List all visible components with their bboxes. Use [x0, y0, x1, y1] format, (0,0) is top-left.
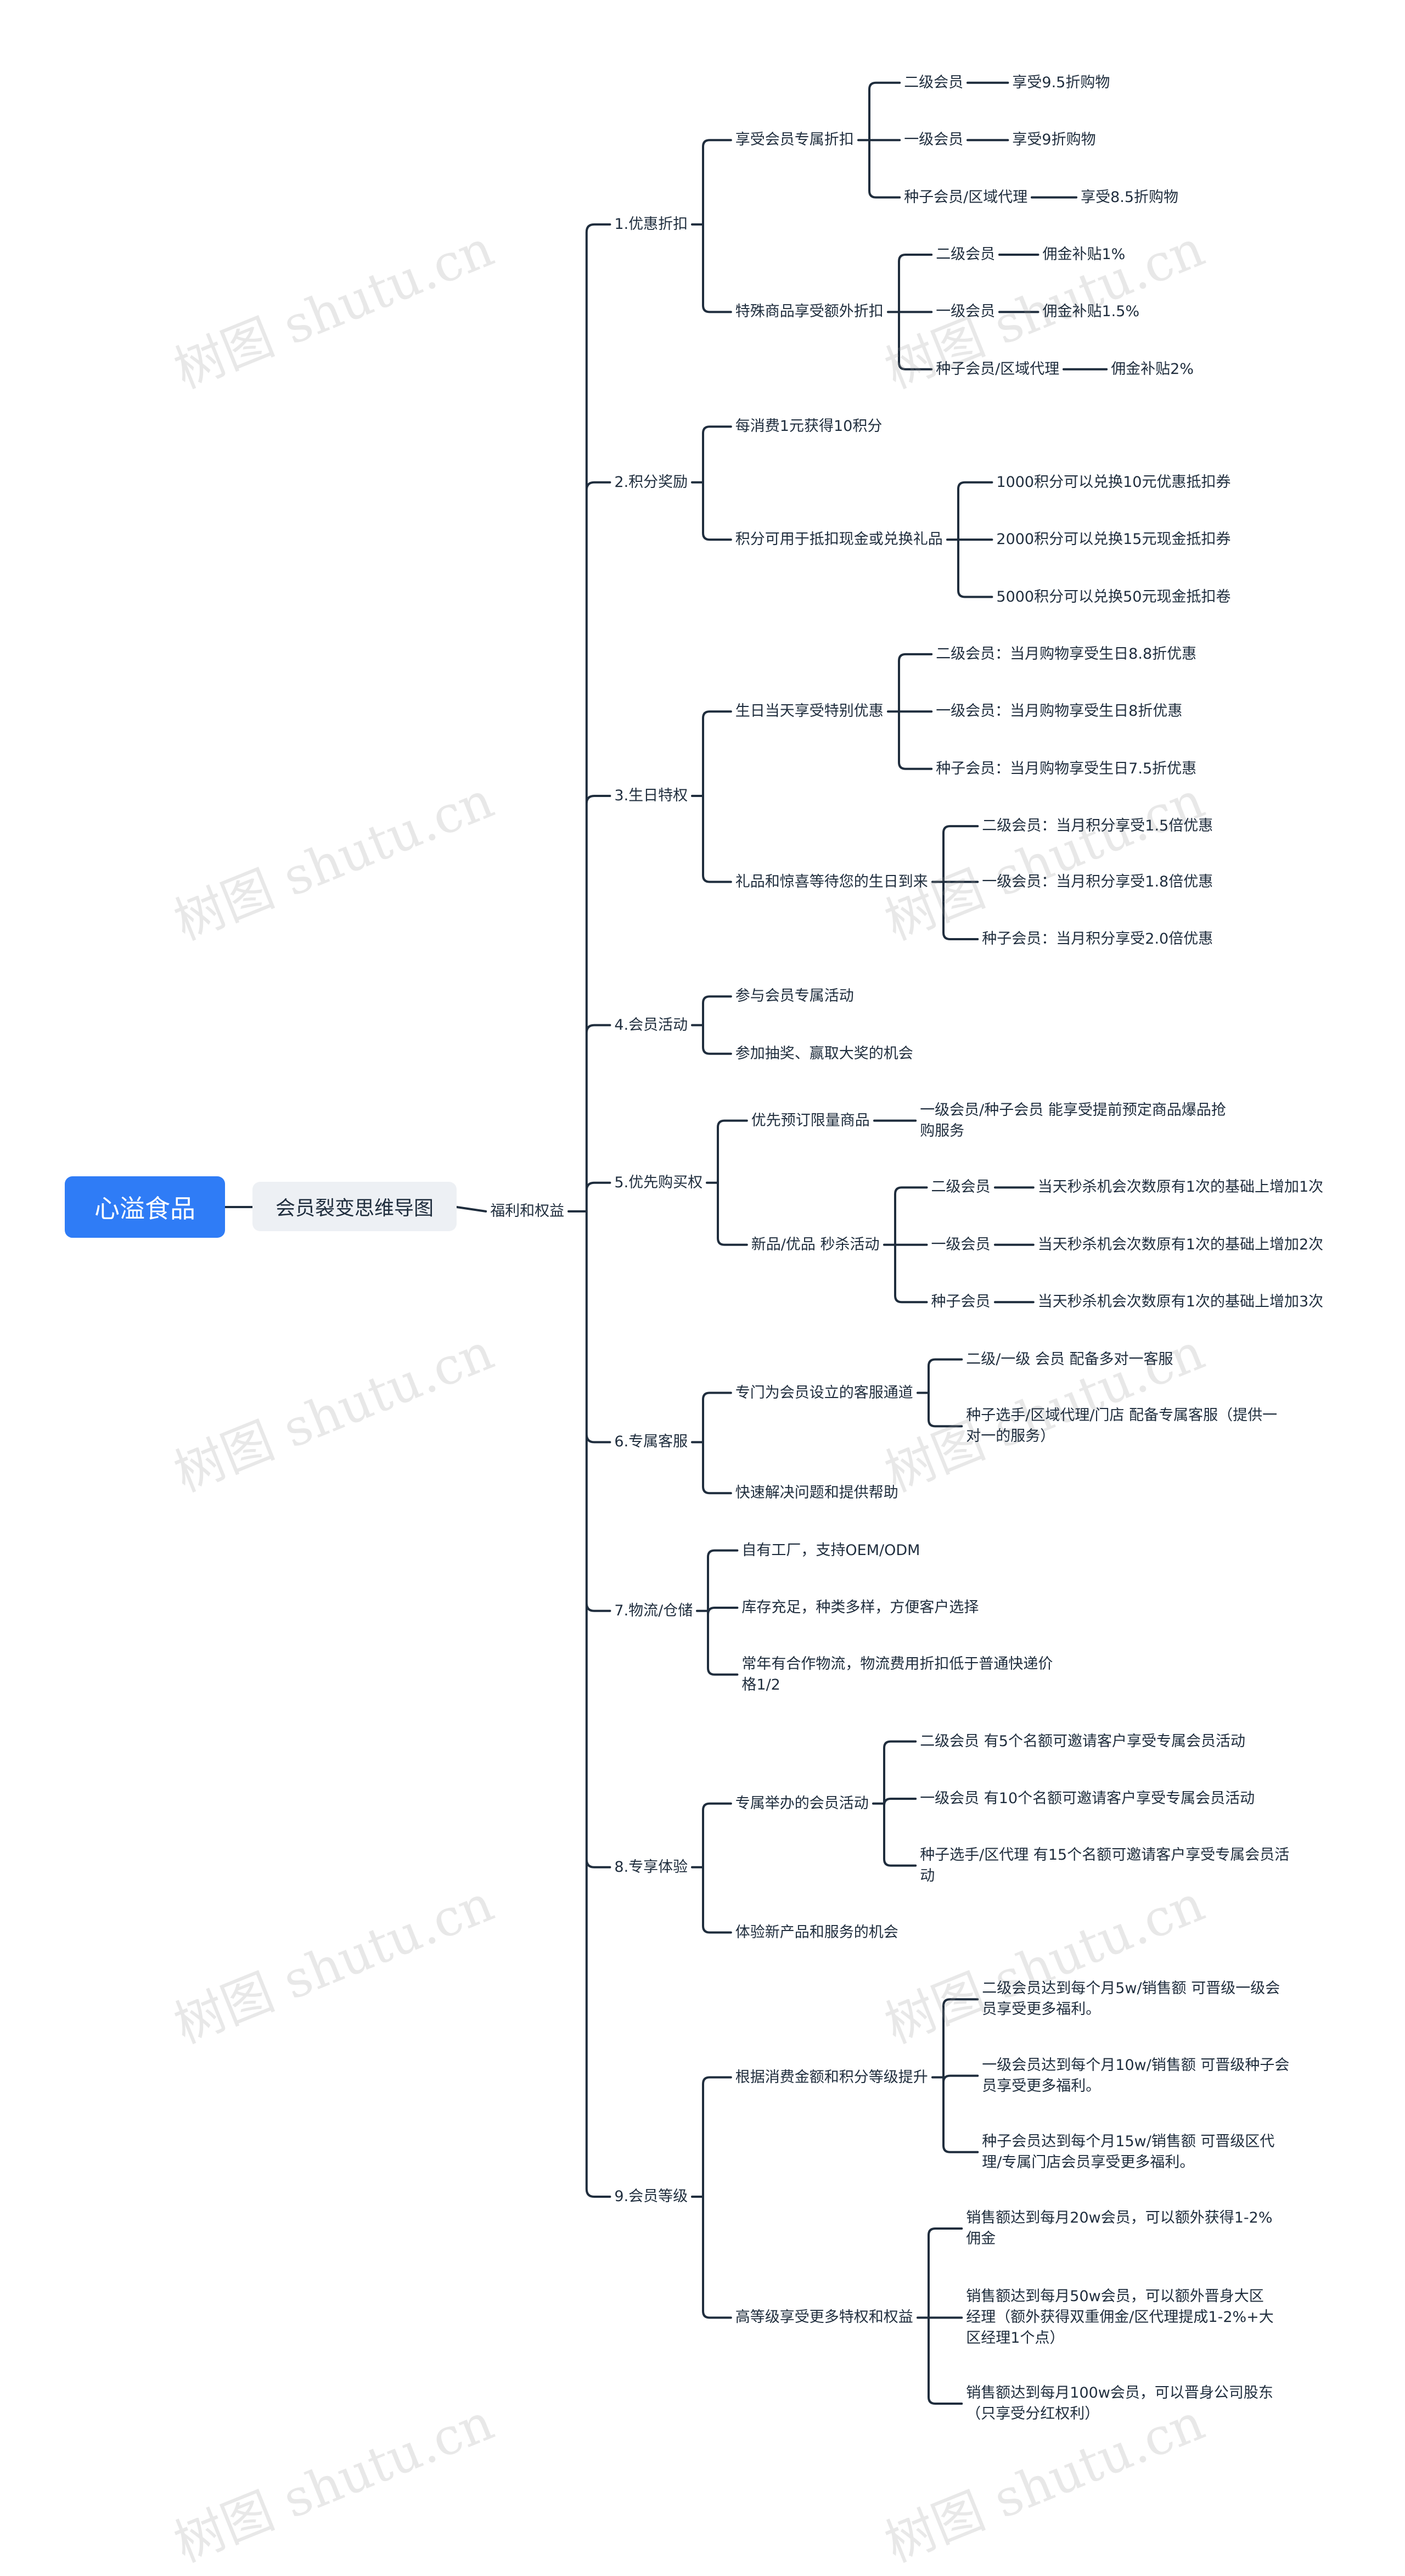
topic-node[interactable]: 每消费1元获得10积分	[735, 418, 883, 435]
topic-node[interactable]: 享受会员专属折扣	[735, 131, 854, 149]
topic-node[interactable]: 生日当天享受特别优惠	[735, 703, 884, 720]
detail-node[interactable]: 佣金补贴2%	[1111, 360, 1194, 378]
section-node[interactable]: 9.会员等级	[614, 2188, 688, 2205]
section-node[interactable]: 2.积分奖励	[614, 473, 688, 491]
subtopic-node[interactable]: 一级会员	[931, 1236, 991, 1253]
detail-node[interactable]: 享受8.5折购物	[1081, 188, 1179, 206]
topic-node[interactable]: 快速解决问题和提供帮助	[735, 1484, 898, 1502]
detail-node[interactable]: 当天秒杀机会次数原有1次的基础上增加2次	[1037, 1236, 1324, 1253]
section-node[interactable]: 4.会员活动	[614, 1016, 688, 1034]
detail-node[interactable]: 享受9折购物	[1012, 131, 1096, 149]
subtopic-node[interactable]: 二级会员：当月购物享受生日8.8折优惠	[936, 645, 1197, 663]
subtopic-node[interactable]: 2000积分可以兑换15元现金抵扣券	[996, 531, 1231, 548]
subtopic-node[interactable]: 种子会员：当月购物享受生日7.5折优惠	[936, 760, 1197, 777]
subtopic-node[interactable]: 二级会员	[936, 246, 996, 263]
subtopic-node[interactable]: 1000积分可以兑换10元优惠抵扣券	[996, 473, 1231, 491]
connector-lines	[224, 81, 1108, 2405]
subtopic-node[interactable]: 二级会员：当月积分享受1.5倍优惠	[982, 817, 1213, 835]
subtopic-node[interactable]: 一级会员	[904, 131, 964, 149]
subtopic-node[interactable]: 一级会员：当月积分享受1.8倍优惠	[982, 873, 1213, 890]
subtopic-node[interactable]: 种子会员/区域代理	[936, 360, 1060, 378]
topic-node[interactable]: 优先预订限量商品	[751, 1112, 870, 1129]
topic-node[interactable]: 专门为会员设立的客服通道	[735, 1384, 913, 1401]
section-node[interactable]: 1.优惠折扣	[614, 215, 688, 233]
subtopic-node[interactable]: 二级会员	[904, 74, 964, 91]
root-node[interactable]: 心溢食品	[65, 1176, 225, 1238]
subtopic-node[interactable]: 种子会员	[931, 1293, 991, 1311]
topic-node[interactable]: 特殊商品享受额外折扣	[735, 303, 884, 321]
topic-node[interactable]: 参与会员专属活动	[735, 987, 854, 1005]
subtopic-node[interactable]: 种子选手/区域代理/门店 配备专属客服（提供一对一的服务）	[966, 1407, 1278, 1445]
detail-node[interactable]: 佣金补贴1%	[1042, 246, 1126, 263]
section-node[interactable]: 7.物流/仓储	[614, 1602, 693, 1619]
topic-node[interactable]: 自有工厂，支持OEM/ODM	[741, 1541, 920, 1559]
section-node[interactable]: 8.专享体验	[614, 1858, 688, 1876]
detail-node[interactable]: 当天秒杀机会次数原有1次的基础上增加1次	[1037, 1178, 1324, 1196]
topic-node[interactable]: 参加抽奖、赢取大奖的机会	[735, 1045, 913, 1062]
subtitle-node[interactable]: 会员裂变思维导图	[252, 1182, 457, 1231]
subtopic-node[interactable]: 种子会员/区域代理	[904, 188, 1028, 206]
topic-node[interactable]: 库存充足，种类多样，方便客户选择	[741, 1599, 979, 1616]
topic-node[interactable]: 体验新产品和服务的机会	[735, 1923, 898, 1941]
connector-path	[224, 81, 1108, 2405]
subtopic-node[interactable]: 一级会员 有10个名额可邀请客户享受专属会员活动	[920, 1790, 1255, 1807]
subtopic-node[interactable]: 二级会员达到每个月5w/销售额 可晋级一级会员享受更多福利。	[982, 1980, 1280, 2018]
hub-node[interactable]: 福利和权益	[490, 1202, 565, 1220]
topic-node[interactable]: 新品/优品 秒杀活动	[751, 1236, 880, 1253]
section-node[interactable]: 5.优先购买权	[614, 1174, 703, 1191]
subtopic-node[interactable]: 一级会员	[936, 303, 996, 321]
subtopic-node[interactable]: 二级会员	[931, 1178, 991, 1196]
subtopic-node[interactable]: 种子会员：当月积分享受2.0倍优惠	[982, 930, 1213, 947]
subtopic-node[interactable]: 二级会员 有5个名额可邀请客户享受专属会员活动	[920, 1732, 1245, 1750]
subtopic-node[interactable]: 种子会员达到每个月15w/销售额 可晋级区代理/专属门店会员享受更多福利。	[982, 2132, 1275, 2171]
mind-map: 树图 shutu.cn 树图 shutu.cn 树图 shutu.cn 树图 s…	[65, 74, 1324, 2573]
detail-node[interactable]: 享受9.5折购物	[1012, 74, 1110, 91]
topic-node[interactable]: 专属举办的会员活动	[735, 1794, 869, 1812]
subtopic-node[interactable]: 5000积分可以兑换50元现金抵扣卷	[996, 588, 1231, 605]
topic-node[interactable]: 礼品和惊喜等待您的生日到来	[735, 873, 928, 890]
topic-node[interactable]: 根据消费金额和积分等级提升	[735, 2068, 928, 2086]
subtopic-node[interactable]: 一级会员达到每个月10w/销售额 可晋级种子会员享受更多福利。	[982, 2056, 1290, 2095]
subtopic-node[interactable]: 销售额达到每月100w会员，可以晋身公司股东（只享受分红权利）	[966, 2384, 1273, 2422]
subtopic-node[interactable]: 销售额达到每月20w会员，可以额外获得1-2%佣金	[966, 2209, 1273, 2247]
subtopic-node[interactable]: 二级/一级 会员 配备多对一客服	[966, 1350, 1173, 1368]
section-node[interactable]: 6.专属客服	[614, 1433, 688, 1451]
section-node[interactable]: 3.生日特权	[614, 787, 688, 804]
detail-node[interactable]: 佣金补贴1.5%	[1042, 303, 1140, 321]
subtopic-node[interactable]: 销售额达到每月50w会员，可以额外晋身大区经理（额外获得双重佣金/区代理提成1-…	[966, 2288, 1274, 2347]
topic-node[interactable]: 常年有合作物流，物流费用折扣低于普通快递价格1/2	[741, 1655, 1053, 1693]
topic-node[interactable]: 积分可用于抵扣现金或兑换礼品	[735, 531, 943, 548]
subtopic-node[interactable]: 一级会员：当月购物享受生日8折优惠	[936, 703, 1183, 720]
topic-node[interactable]: 高等级享受更多特权和权益	[735, 2309, 913, 2326]
subtopic-node[interactable]: 种子选手/区代理 有15个名额可邀请客户享受专属会员活动	[920, 1846, 1290, 1884]
detail-node[interactable]: 当天秒杀机会次数原有1次的基础上增加3次	[1037, 1293, 1324, 1311]
subtopic-node[interactable]: 一级会员/种子会员 能享受提前预定商品爆品抢购服务	[920, 1101, 1226, 1140]
